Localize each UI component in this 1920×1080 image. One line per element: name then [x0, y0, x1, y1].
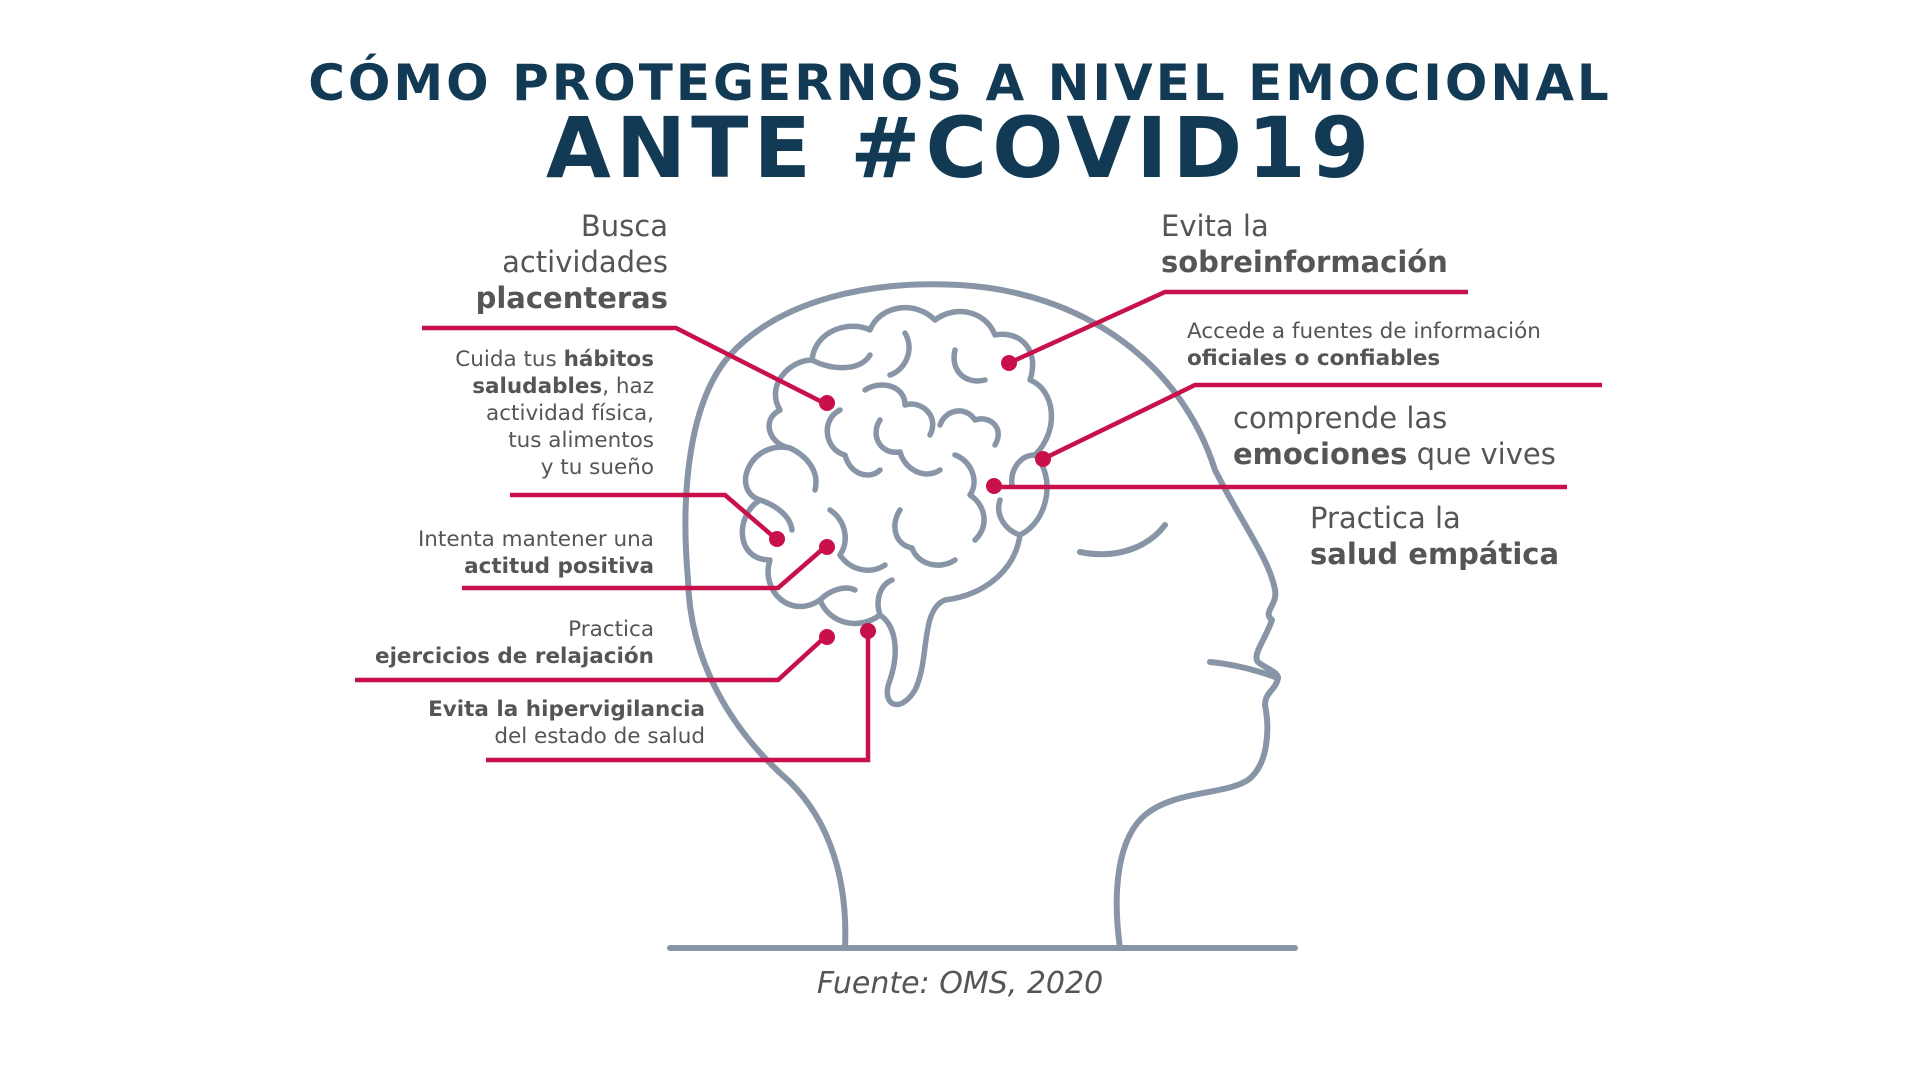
- connector-dots: [769, 355, 1051, 645]
- connector-sobreinformacion: [1008, 289, 1468, 366]
- eye-icon: [1077, 522, 1168, 558]
- connector-lines: [355, 289, 1602, 763]
- label-relajacion: Practica ejercicios de relajación: [374, 617, 654, 669]
- connector-placenteras: [422, 325, 824, 405]
- label-emociones: comprende las emociones que vives: [1233, 401, 1556, 471]
- label-hipervigilancia: Evita la hipervigilancia del estado de s…: [428, 697, 705, 749]
- dot-sobreinformacion: [1001, 355, 1017, 371]
- dot-actitud: [819, 539, 835, 555]
- dot-emociones: [986, 478, 1002, 494]
- dot-hipervigilancia: [860, 623, 876, 639]
- dot-relajacion: [819, 629, 835, 645]
- title-line-2: ANTE #COVID19: [545, 99, 1375, 197]
- connector-habitos: [510, 492, 777, 540]
- label-placenteras: Busca actividades placenteras: [475, 209, 668, 315]
- brain-icon: [739, 304, 1055, 708]
- dot-fuentes: [1035, 451, 1051, 467]
- connector-relajacion: [355, 635, 827, 683]
- dot-placenteras: [819, 395, 835, 411]
- brain-outline: [739, 304, 1055, 708]
- title-line-1: CÓMO PROTEGERNOS A NIVEL EMOCIONAL: [308, 54, 1612, 112]
- label-fuentes: Accede a fuentes de información oficiale…: [1187, 319, 1541, 371]
- head-profile: [682, 281, 1281, 951]
- label-habitos: Cuida tus hábitos saludables, haz activi…: [455, 347, 654, 480]
- connector-fuentes: [1042, 382, 1602, 462]
- label-sobreinformacion: Evita la sobreinformación: [1161, 209, 1448, 279]
- connector-hipervigilancia: [486, 631, 871, 763]
- connector-actitud: [462, 545, 827, 591]
- label-empatica: Practica la salud empática: [1310, 501, 1560, 571]
- label-actitud: Intenta mantener una actitud positiva: [417, 527, 654, 579]
- source-citation: Fuente: OMS, 2020: [816, 966, 1104, 1001]
- mouth-icon: [1207, 659, 1281, 681]
- head-outline: [667, 281, 1298, 951]
- dot-habitos: [769, 531, 785, 547]
